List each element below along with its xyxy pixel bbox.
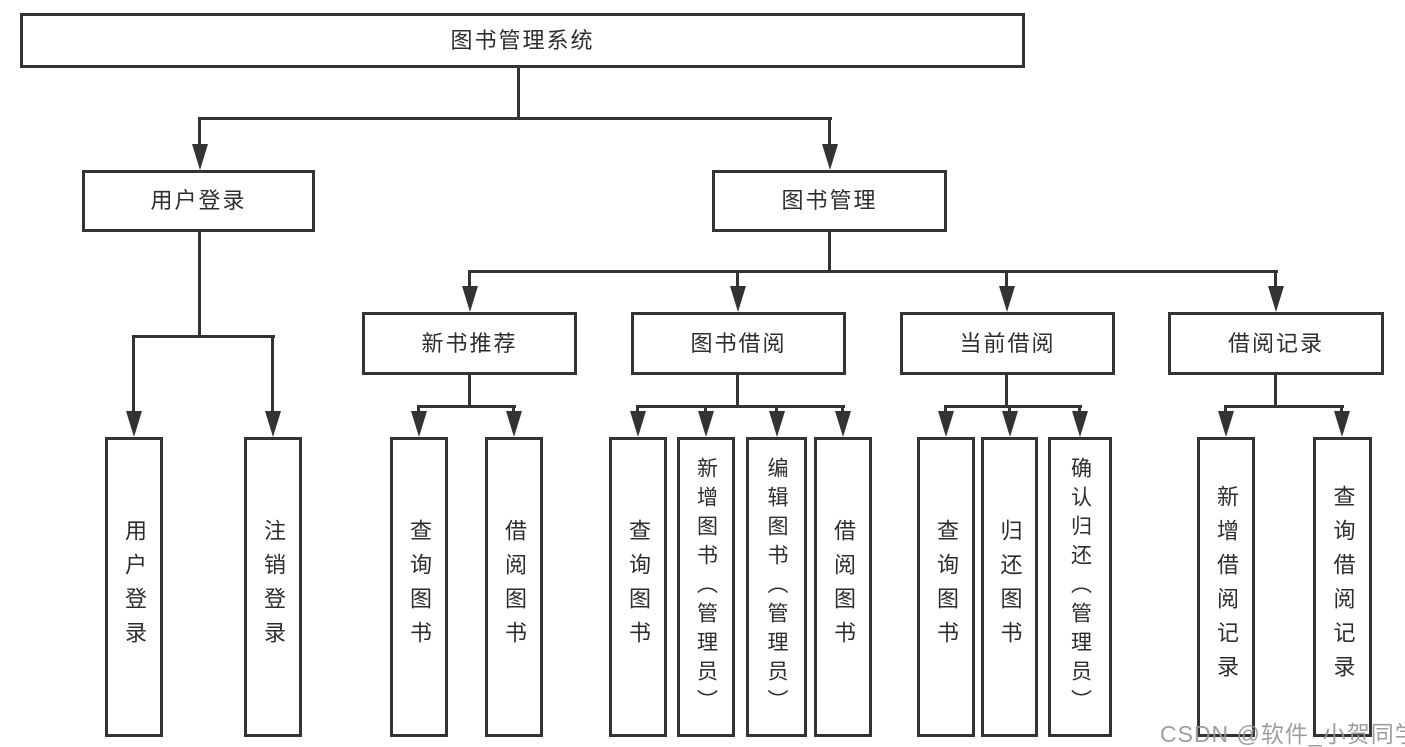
connector-vline <box>198 117 201 147</box>
node-label: 当前借阅 <box>959 330 1056 356</box>
connector-vline <box>1340 405 1343 415</box>
connector-vline <box>828 117 831 147</box>
node-label: 图书管理系统 <box>450 27 595 53</box>
arrow-down-icon <box>411 411 427 437</box>
node-label: 查询图书 <box>407 519 432 655</box>
connector-hline <box>417 405 516 408</box>
connector-vline <box>1274 270 1277 288</box>
node-leaf-user-login: 用户登录 <box>105 437 163 737</box>
connector-vline <box>841 405 844 415</box>
connector-hline <box>198 117 832 120</box>
node-leaf-borrowing-query: 查询图书 <box>609 437 667 737</box>
node-leaf-newbook-query: 查询图书 <box>390 437 448 737</box>
arrow-down-icon <box>1218 411 1234 437</box>
node-leaf-records-query: 查询借阅记录 <box>1313 437 1372 737</box>
node-book-borrowing: 图书借阅 <box>631 312 846 375</box>
node-leaf-current-confirm-admin: 确认归还（管理员） <box>1048 437 1112 737</box>
node-leaf-logout: 注销登录 <box>244 437 302 737</box>
node-label: 图书管理 <box>781 188 878 213</box>
node-label: 新增图书（管理员） <box>694 456 718 718</box>
connector-vline <box>512 405 515 415</box>
node-label: 查询图书 <box>626 519 651 655</box>
node-new-book-recommend: 新书推荐 <box>362 312 577 375</box>
node-user-login: 用户登录 <box>82 170 315 232</box>
connector-vline <box>828 232 831 273</box>
connector-vline <box>468 270 471 288</box>
node-label: 查询借阅记录 <box>1330 485 1356 689</box>
arrow-down-icon <box>265 411 281 437</box>
connector-hline <box>1224 405 1344 408</box>
arrow-down-icon <box>822 144 838 170</box>
node-leaf-newbook-borrow: 借阅图书 <box>485 437 543 737</box>
connector-vline <box>468 375 471 408</box>
connector-vline <box>775 405 778 415</box>
node-label: 确认归还（管理员） <box>1068 456 1092 718</box>
node-label: 借阅图书 <box>502 519 527 655</box>
connector-vline <box>944 405 947 415</box>
connector-vline <box>417 405 420 415</box>
connector-vline <box>198 232 201 338</box>
connector-hline <box>636 405 845 408</box>
connector-vline <box>704 405 707 415</box>
arrow-down-icon <box>192 144 208 170</box>
connector-hline <box>132 335 275 338</box>
arrow-down-icon <box>730 286 746 312</box>
node-leaf-borrowing-edit-admin: 编辑图书（管理员） <box>746 437 807 737</box>
node-label: 用户登录 <box>122 519 147 655</box>
node-borrow-records: 借阅记录 <box>1168 312 1384 375</box>
node-label: 查询图书 <box>934 519 959 655</box>
node-book-management: 图书管理 <box>712 170 947 232</box>
connector-hline <box>468 270 1278 273</box>
node-label: 借阅图书 <box>831 519 856 655</box>
node-label: 编辑图书（管理员） <box>765 456 788 718</box>
node-current-borrowing: 当前借阅 <box>900 312 1115 375</box>
node-label: 归还图书 <box>997 519 1023 655</box>
connector-vline <box>1274 375 1277 408</box>
arrow-down-icon <box>698 411 714 437</box>
node-label: 图书借阅 <box>690 330 787 356</box>
node-label: 新增借阅记录 <box>1214 485 1239 689</box>
node-leaf-records-add: 新增借阅记录 <box>1197 437 1255 737</box>
arrow-down-icon <box>1334 411 1350 437</box>
node-label: 用户登录 <box>150 188 247 213</box>
node-label: 新书推荐 <box>421 330 518 356</box>
node-label: 注销登录 <box>261 519 286 655</box>
node-leaf-borrowing-add-admin: 新增图书（管理员） <box>677 437 735 737</box>
connector-vline <box>1078 405 1081 415</box>
connector-vline <box>132 335 135 413</box>
node-root-library-system: 图书管理系统 <box>20 13 1025 68</box>
connector-vline <box>1224 405 1227 415</box>
connector-vline <box>736 270 739 288</box>
watermark: CSDN @软件_小贺同学 <box>1160 721 1405 747</box>
connector-vline <box>271 335 274 413</box>
connector-vline <box>1005 375 1008 408</box>
arrow-down-icon <box>630 411 646 437</box>
arrow-down-icon <box>506 411 522 437</box>
connector-vline <box>1005 270 1008 288</box>
connector-hline <box>944 405 1082 408</box>
connector-vline <box>636 405 639 415</box>
arrow-down-icon <box>1002 411 1018 437</box>
node-label: 借阅记录 <box>1227 330 1324 356</box>
node-leaf-borrowing-borrow: 借阅图书 <box>814 437 872 737</box>
connector-vline <box>736 375 739 408</box>
arrow-down-icon <box>938 411 954 437</box>
arrow-down-icon <box>999 286 1015 312</box>
node-leaf-current-query: 查询图书 <box>917 437 975 737</box>
arrow-down-icon <box>462 286 478 312</box>
connector-vline <box>1008 405 1011 415</box>
arrow-down-icon <box>1268 286 1284 312</box>
node-leaf-current-return: 归还图书 <box>981 437 1038 737</box>
connector-vline <box>517 68 520 118</box>
arrow-down-icon <box>126 411 142 437</box>
arrow-down-icon <box>1072 411 1088 437</box>
arrow-down-icon <box>835 411 851 437</box>
arrow-down-icon <box>769 411 785 437</box>
